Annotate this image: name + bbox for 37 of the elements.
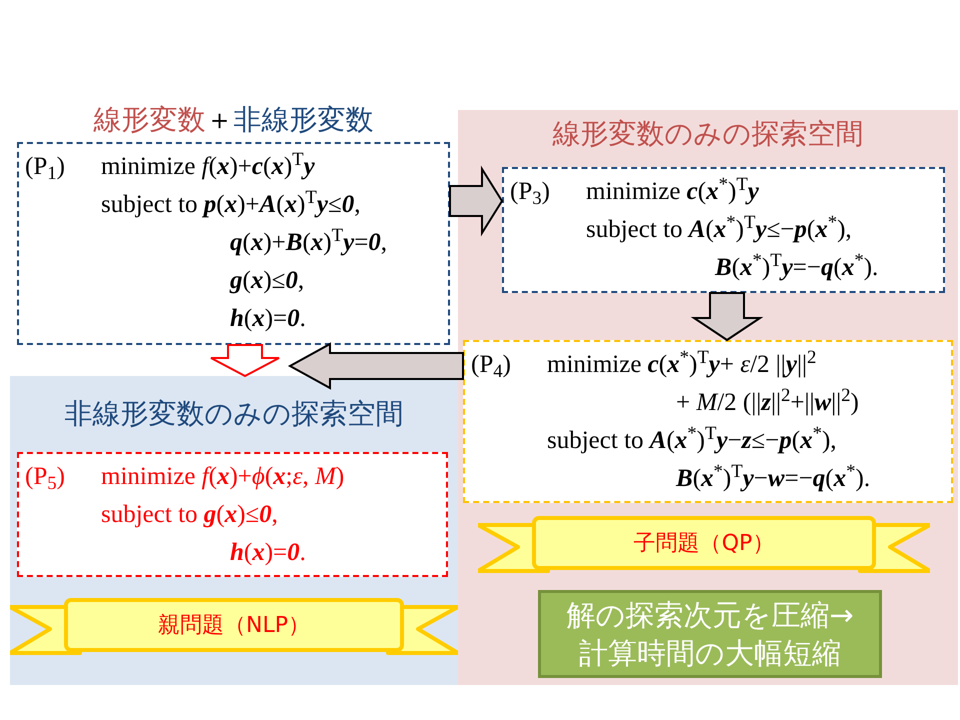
note-text: 解の探索次元を圧縮→計算時間の大幅短縮 xyxy=(565,597,855,672)
region-panel xyxy=(458,110,958,685)
formula-line: subject to A(x$^{*}$)$^{T}$y−z≤−p(x$^{*}$), xyxy=(547,427,837,454)
formula-box xyxy=(463,340,953,503)
banner-text: 子問題（QP） xyxy=(634,530,774,558)
formula-box xyxy=(502,167,945,293)
formula-line: subject to A(x$^{*}$)$^{T}$y≤−p(x$^{*}$), xyxy=(586,216,852,243)
problem-label: (P$_{3}$) xyxy=(510,178,550,205)
formula-line: + M/2 (||z||$^{2}$+||w||$^{2}$) xyxy=(676,389,859,416)
note-box xyxy=(538,590,882,678)
problem-label: (P$_{1}$) xyxy=(25,153,65,180)
formula-line: subject to p(x)+A(x)$^{T}$y≤0, xyxy=(101,191,360,218)
problem-label: (P$_{5}$) xyxy=(25,463,65,490)
problem-label: (P$_{4}$) xyxy=(471,351,511,378)
region-panel xyxy=(10,376,458,685)
formula-line: minimize f(x)+ϕ(x;ε, M) xyxy=(101,463,344,490)
formula-line: B(x$^{*}$)$^{T}$y=−q(x$^{*}$). xyxy=(715,254,878,281)
block-arrow xyxy=(449,166,504,236)
heading-text: 線形変数 xyxy=(94,102,206,138)
formula-line: subject to g(x)≤0, xyxy=(101,501,278,528)
region-title: 線形変数のみの探索空間 xyxy=(552,116,864,152)
heading-text: ＋ xyxy=(206,102,234,138)
formula-box xyxy=(17,452,448,577)
formula-line: minimize f(x)+c(x)$^{T}$y xyxy=(101,153,315,180)
formula-line: g(x)≤0, xyxy=(230,267,304,294)
formula-line: minimize c(x$^{*}$)$^{T}$y xyxy=(586,178,759,205)
block-arrow xyxy=(288,342,464,390)
formula-line: minimize c(x$^{*}$)$^{T}$y+ ε/2 ||y||$^{2}$ xyxy=(547,351,816,378)
formula-line: h(x)=0. xyxy=(230,539,306,566)
heading-text: 非線形変数 xyxy=(234,102,374,138)
formula-line: q(x)+B(x)$^{T}$y=0, xyxy=(230,229,388,256)
block-arrow xyxy=(690,292,764,342)
banner-text: 親問題（NLP） xyxy=(158,612,310,640)
region-title: 非線形変数のみの探索空間 xyxy=(64,396,404,432)
formula-line: h(x)=0. xyxy=(230,305,306,332)
block-arrow xyxy=(210,344,280,378)
formula-line: B(x$^{*}$)$^{T}$y−w=−q(x$^{*}$). xyxy=(676,465,870,492)
